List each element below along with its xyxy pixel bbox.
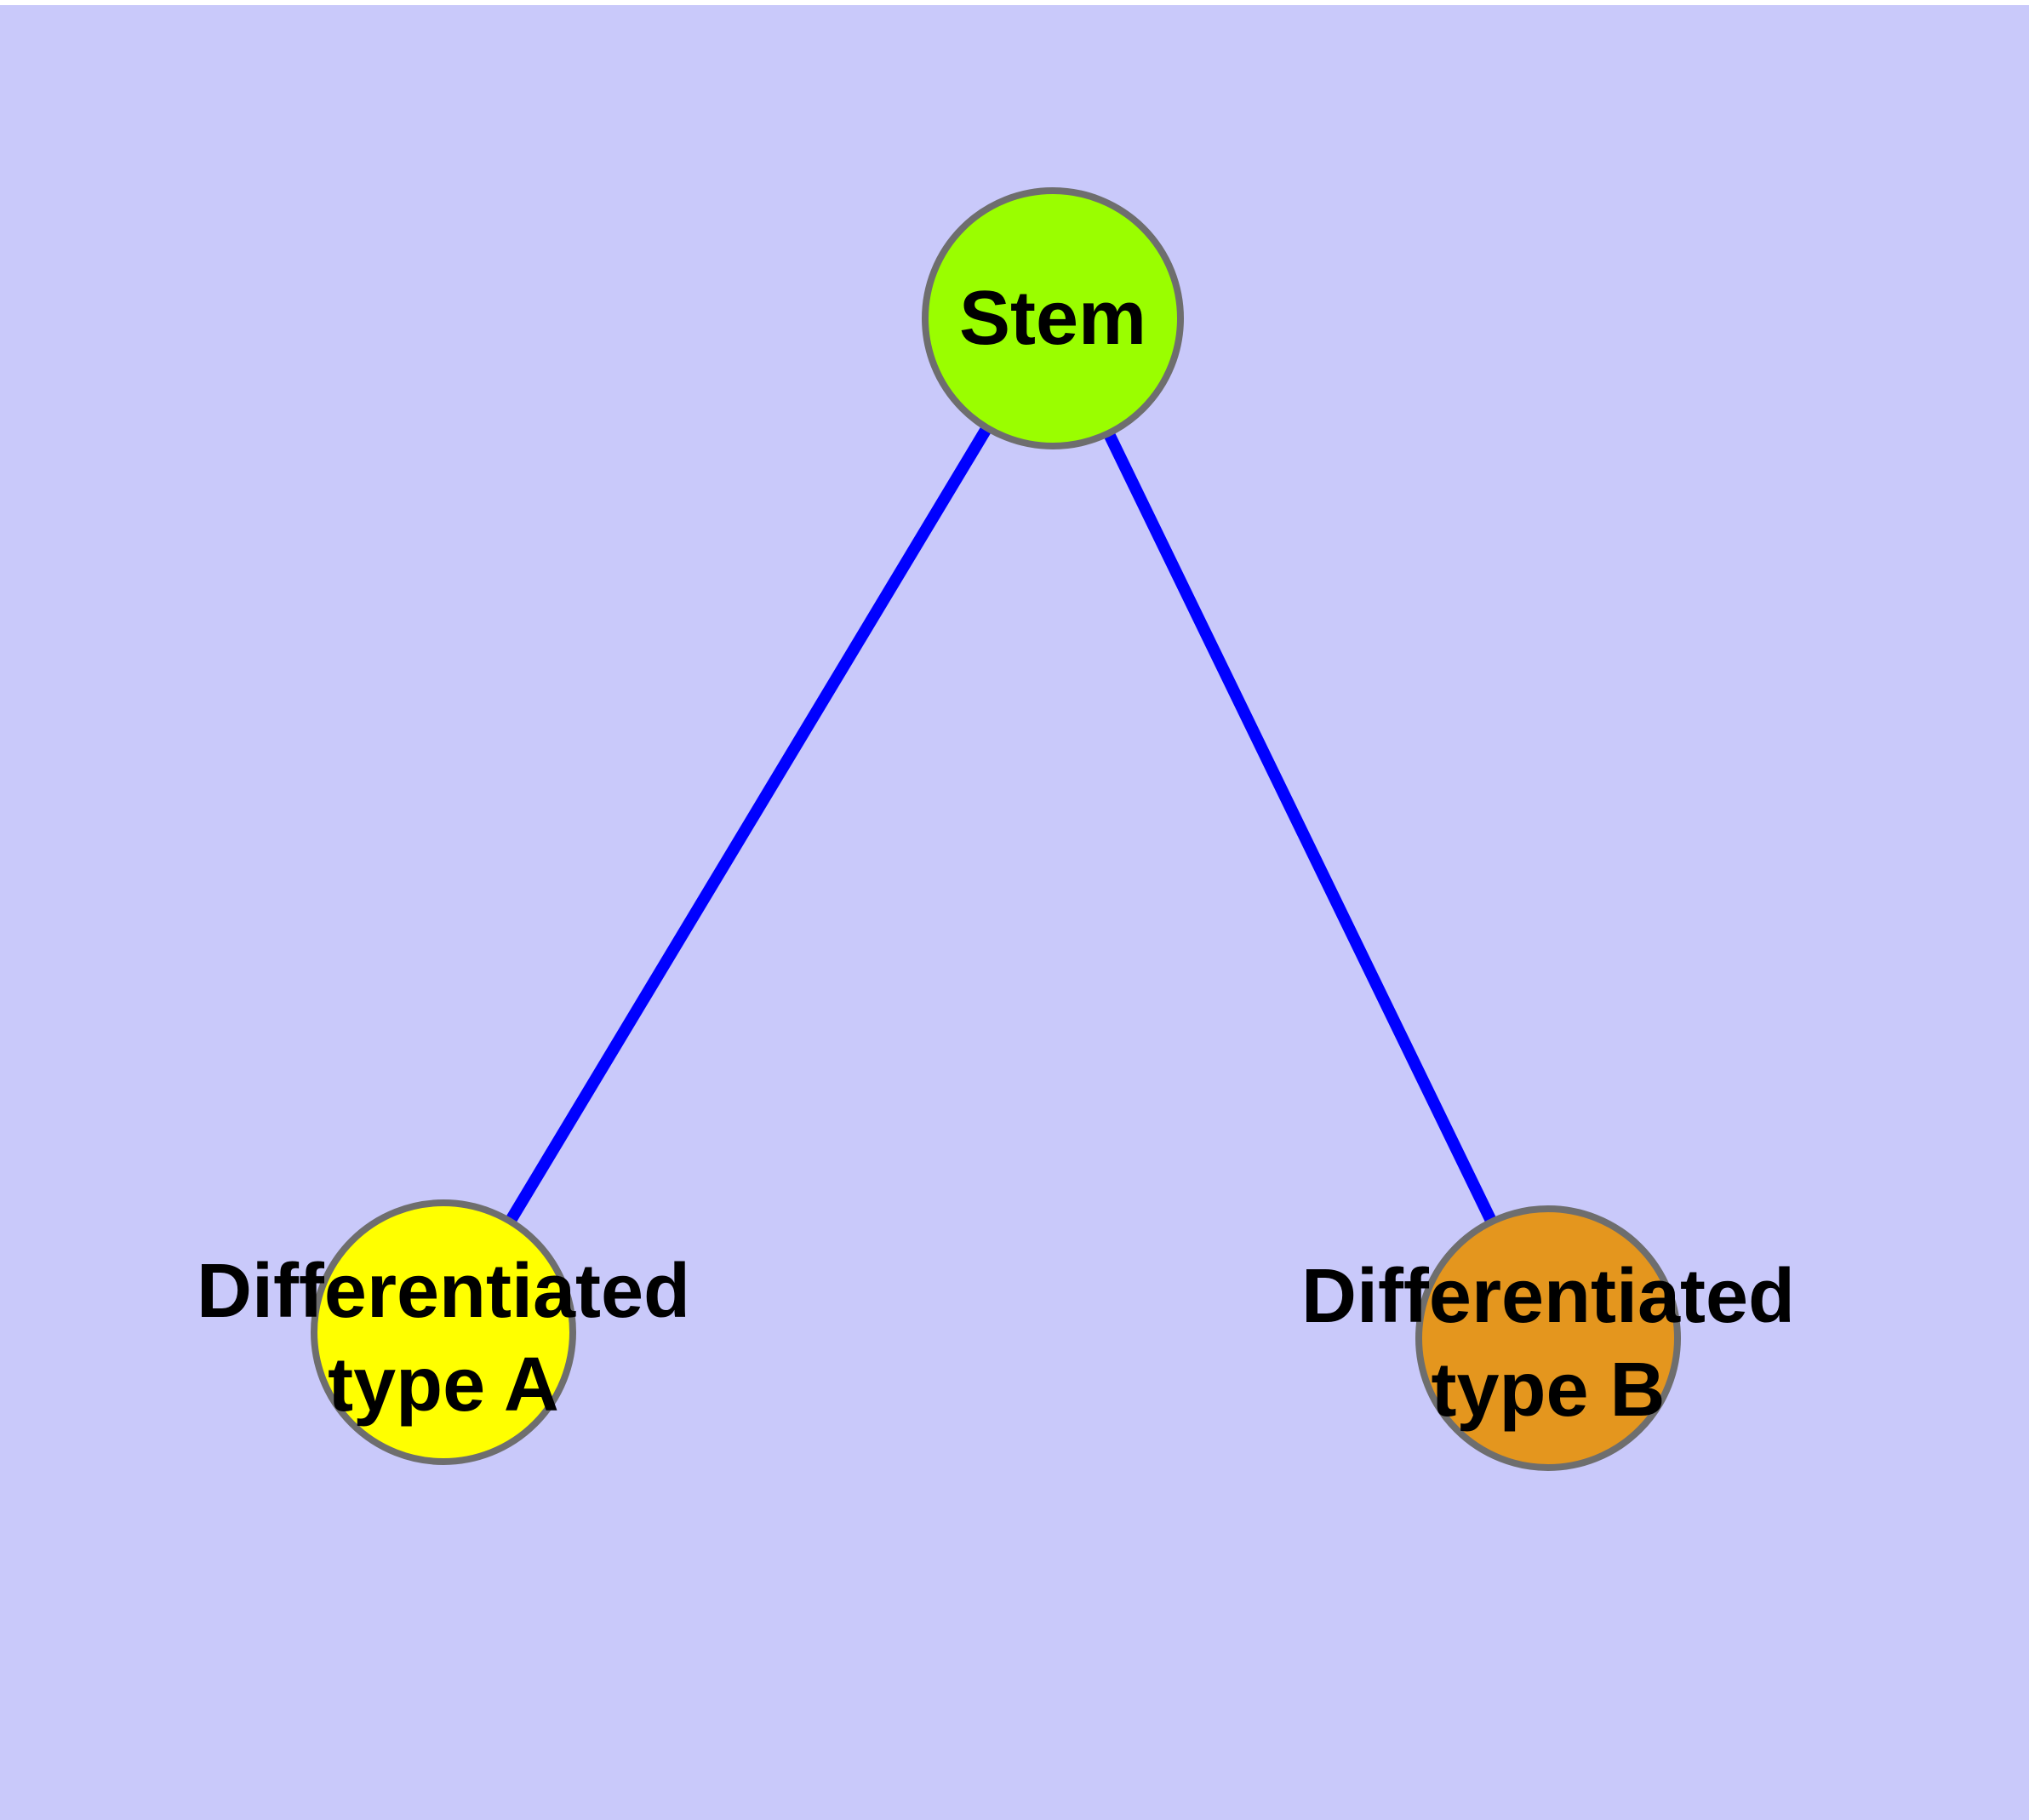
top-strip [0,0,2029,5]
node-label-stem: Stem [959,276,1146,361]
edge-stem-type-a [438,315,1058,1336]
node-differentiated-type-b [1415,1205,1681,1471]
node-differentiated-type-a [311,1199,576,1465]
node-stem [922,187,1184,449]
edges-layer [438,315,1554,1342]
nodes-layer [311,187,1681,1471]
edge-stem-type-b [1047,315,1554,1342]
